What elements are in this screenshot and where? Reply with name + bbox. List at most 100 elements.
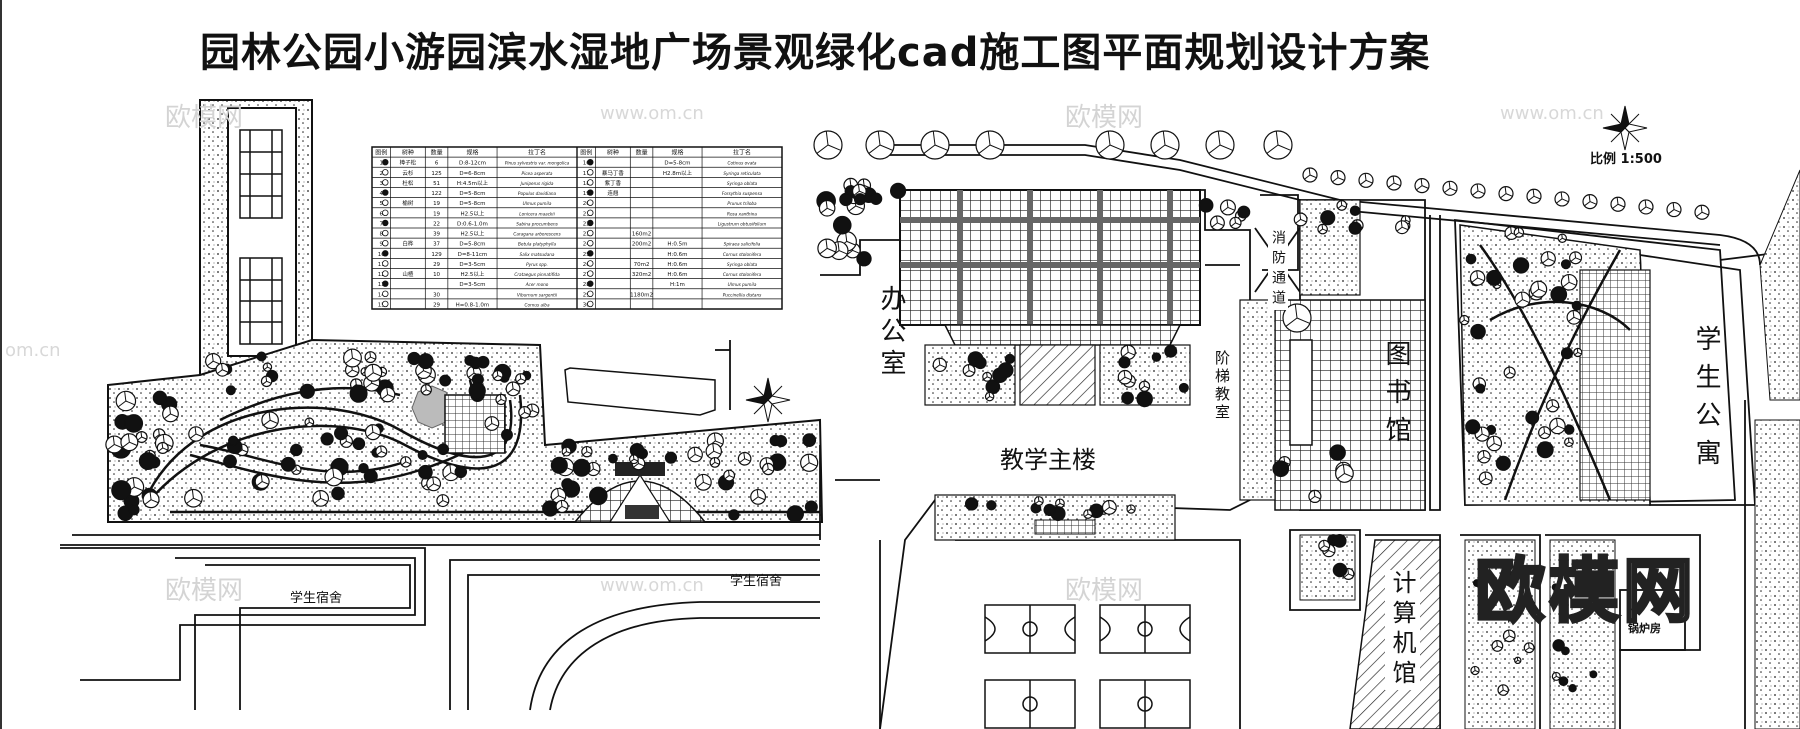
tree-symbol: [561, 478, 574, 491]
tree-symbol: [1055, 498, 1065, 509]
tree-symbol: [1395, 220, 1410, 235]
tree-symbol: [343, 348, 362, 368]
basketball-courts: [984, 604, 1191, 729]
tree-symbol: [1557, 233, 1567, 243]
table-cell: Syringa oblata: [727, 262, 758, 267]
table-cell: Cornus stolonifera: [723, 272, 762, 277]
legend-symbol: [382, 260, 389, 267]
table-cell: 15: [378, 302, 385, 308]
tree-symbol: [1610, 196, 1626, 212]
tree-symbol: [280, 456, 296, 472]
table-cell: 10: [378, 252, 385, 258]
tree-symbol: [1583, 574, 1593, 584]
table-cell: H:4.5m以上: [457, 179, 489, 187]
watermark-brand: 欧模网: [1065, 103, 1144, 133]
tree-symbol: [156, 441, 169, 454]
tree-symbol: [1503, 366, 1516, 379]
tree-symbol: [1514, 656, 1522, 665]
tree-symbol: [1329, 444, 1346, 461]
tennis-court-2: [239, 257, 283, 345]
table-cell: 21: [583, 211, 590, 217]
tree-symbol: [1568, 684, 1577, 693]
table-header: 图例: [580, 149, 592, 157]
legend-symbol: [382, 209, 389, 217]
tree-symbol: [1589, 670, 1598, 679]
left-border-line: [0, 0, 2, 729]
label-library: 图书馆: [1381, 340, 1411, 454]
legend-symbol: [587, 260, 594, 267]
north-arrow-icon: [745, 377, 791, 423]
tree-symbol: [1554, 191, 1570, 207]
table-cell: 27: [583, 272, 590, 278]
tree-symbol: [1164, 344, 1178, 358]
tree-symbol: [1513, 227, 1525, 238]
tree-symbol: [818, 199, 836, 217]
tree-symbol: [1308, 489, 1322, 504]
tree-symbol: [856, 251, 872, 267]
tree-symbol: [1348, 221, 1362, 235]
table-cell: 樟子松: [400, 159, 417, 167]
legend-symbol: [587, 280, 594, 287]
table-cell: H2.8m以上: [663, 169, 693, 177]
table-cell: Rosa xanthina: [727, 211, 757, 216]
table-cell: Syringa reticulata: [723, 171, 761, 176]
tree-symbol: [228, 435, 239, 447]
table-cell: Ulmus pumila: [728, 282, 757, 287]
tree-symbol: [804, 500, 818, 514]
tree-symbol: [1229, 216, 1242, 230]
tree-symbol: [728, 509, 740, 521]
tree-symbol: [1386, 175, 1402, 191]
legend-symbol: [382, 189, 389, 196]
tree-symbol: [437, 443, 450, 456]
table-cell: 29: [433, 302, 440, 308]
tree-symbol: [468, 382, 486, 400]
tree-symbol: [138, 452, 157, 470]
tree-symbol: [962, 364, 976, 377]
tree-symbol: [1178, 382, 1189, 393]
tree-symbol: [260, 375, 273, 388]
table-cell: D=8-11cm: [458, 252, 488, 258]
tree-symbol: [1551, 671, 1561, 681]
tree-symbol: [469, 356, 482, 370]
table-cell: Pyrus spp.: [526, 262, 548, 267]
table-cell: H:0.5m: [667, 242, 687, 248]
table-cell: 122: [431, 191, 442, 197]
tree-symbol: [1004, 353, 1015, 364]
tree-symbol: [495, 393, 507, 406]
table-cell: 1: [379, 161, 383, 167]
tree-symbol: [363, 469, 378, 484]
legend-symbol: [587, 239, 594, 247]
tree-symbol: [417, 353, 434, 370]
table-cell: 125: [431, 171, 442, 177]
tree-symbol: [774, 434, 788, 448]
table-cell: 23: [583, 232, 590, 238]
tree-symbol: [1318, 539, 1331, 552]
table-cell: 3: [379, 181, 383, 187]
tree-symbol: [1332, 533, 1347, 548]
tree-symbol: [1470, 183, 1486, 199]
tree-symbol: [1121, 391, 1134, 405]
tree-symbol: [1560, 259, 1571, 270]
tree-symbol: [225, 385, 236, 396]
table-cell: H:0.6m: [667, 272, 687, 278]
tree-symbol: [1514, 291, 1531, 308]
watermark-brand: 欧模网: [165, 103, 244, 133]
table-cell: 19: [433, 211, 440, 217]
tree-symbol: [1551, 583, 1560, 591]
table-cell: 17: [583, 171, 590, 177]
tree-symbol: [813, 130, 843, 160]
legend-symbol: [587, 189, 594, 196]
tree-symbol: [1317, 223, 1328, 235]
tree-symbol: [115, 390, 137, 412]
table-cell: 7: [379, 221, 383, 227]
tree-symbol: [1198, 197, 1214, 213]
tree-symbol: [375, 445, 388, 458]
tree-symbol: [973, 356, 987, 370]
label-dorm-right: 学生宿舍: [730, 574, 783, 589]
tree-symbol: [1205, 130, 1235, 160]
table-cell: Syringa oblata: [727, 181, 758, 186]
tree-symbol: [1475, 383, 1486, 394]
table-cell: D=3-5cm: [459, 262, 485, 268]
label-fire-lane: 消防通道: [1268, 230, 1288, 310]
table-cell: Salix matsudana: [520, 252, 555, 257]
